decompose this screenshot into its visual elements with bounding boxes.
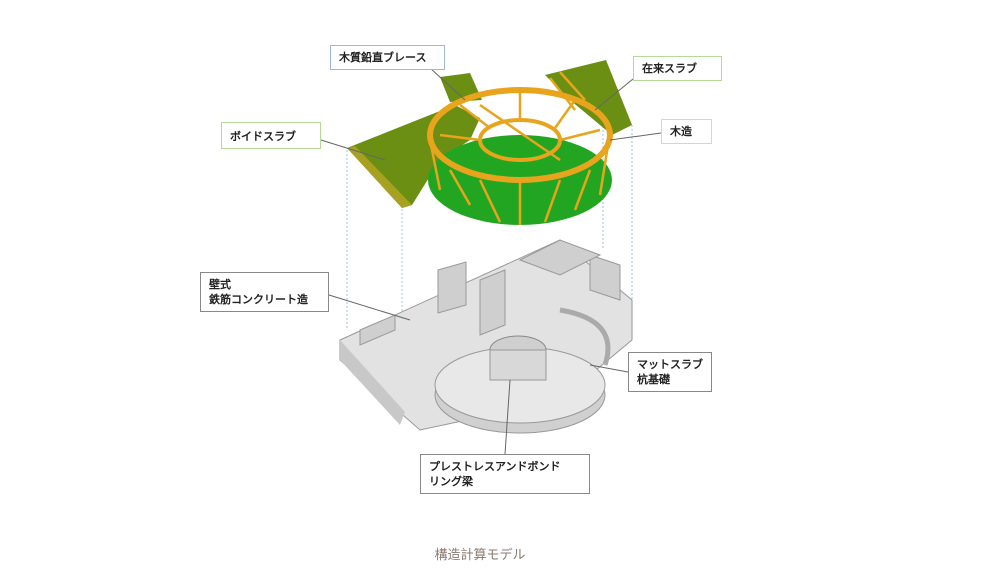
label-mat-slab: マットスラブ 杭基礎 [628,352,712,392]
figure-caption: 構造計算モデル [434,548,526,563]
rc-walls [359,239,621,346]
timber-frame [428,71,610,225]
upper-slab-level [347,60,632,225]
label-mat-slab-line1: マットスラブ [637,358,703,371]
label-ring-beam: プレストレスアンドボンド リング梁 [420,454,590,494]
label-ring-beam-line1: プレストレスアンドボンド [429,460,561,473]
lower-concrete-level [339,239,633,434]
label-wall-rc: 壁式 鉄筋コンクリート造 [200,272,329,312]
label-wood-brace: 木質鉛直ブレース [330,45,445,70]
label-wood-structure: 木造 [661,119,712,144]
leader-lines [320,67,662,455]
label-wall-rc-line2: 鉄筋コンクリート造 [209,293,308,306]
label-wall-rc-line1: 壁式 [209,278,231,291]
label-ring-beam-line2: リング梁 [429,475,473,488]
label-conventional-slab: 在来スラブ [633,56,722,81]
label-void-slab: ボイドスラブ [221,122,321,149]
label-mat-slab-line2: 杭基礎 [637,373,670,386]
